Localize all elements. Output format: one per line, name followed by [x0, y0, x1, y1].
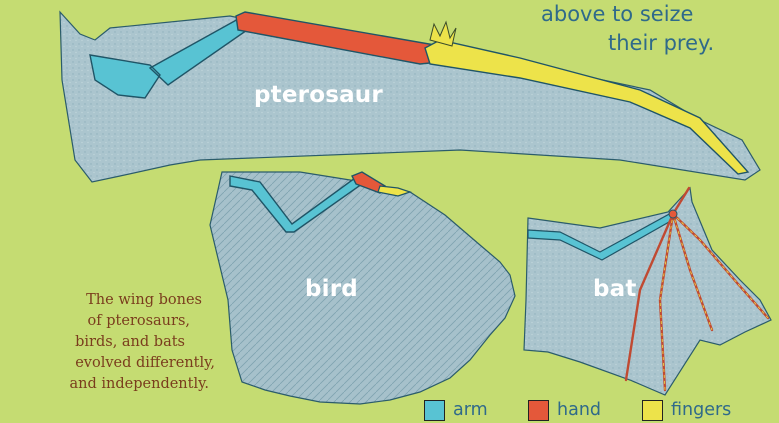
- caption-line: and independently.: [0, 374, 250, 395]
- legend-item-arm: arm: [424, 398, 488, 422]
- caption-line: The wing bones: [0, 290, 250, 311]
- pterosaur-claws: [430, 22, 456, 46]
- legend-swatch-hand: [528, 400, 549, 421]
- legend-label-fingers: fingers: [671, 400, 731, 420]
- pterosaur-label: pterosaur: [254, 82, 383, 108]
- legend-item-fingers: fingers: [642, 398, 731, 422]
- legend-label-arm: arm: [453, 400, 488, 420]
- bird-wing-feathers: [210, 172, 515, 404]
- caption-line: of pterosaurs,: [0, 311, 250, 332]
- legend-swatch-fingers: [642, 400, 663, 421]
- legend-label-hand: hand: [557, 400, 601, 420]
- bat-wing-membrane: [524, 188, 771, 395]
- bat-label: bat: [593, 276, 637, 302]
- caption-line: evolved differently,: [0, 353, 250, 374]
- bird-label: bird: [305, 276, 358, 302]
- caption-line: birds, and bats: [0, 332, 250, 353]
- legend-swatch-arm: [424, 400, 445, 421]
- top-text-line-2: their prey.: [608, 29, 714, 58]
- bat-hand-joint: [669, 210, 677, 218]
- legend-item-hand: hand: [528, 398, 601, 422]
- caption: The wing bones of pterosaurs, birds, and…: [0, 290, 250, 395]
- top-text-line-1: above to seize: [541, 0, 693, 29]
